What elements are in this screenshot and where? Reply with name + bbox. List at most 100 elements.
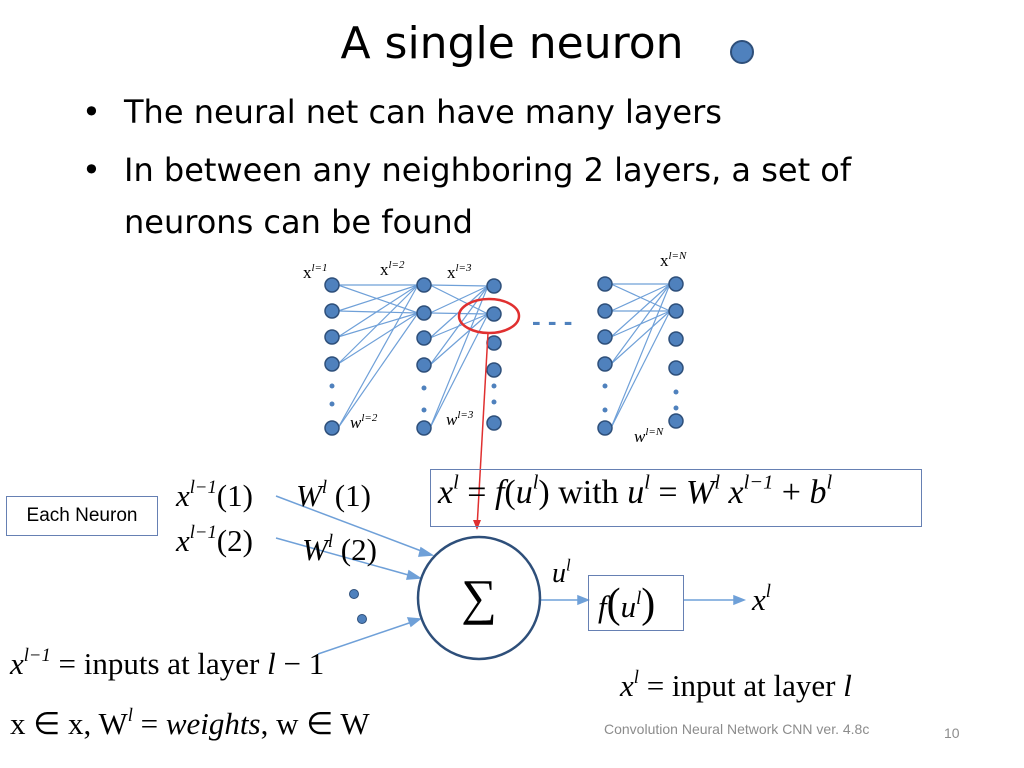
lN-edge-4-0 (610, 283, 671, 429)
node-layer1-2 (324, 303, 340, 319)
definition-input: xl = input at layer l (620, 666, 852, 703)
output-label: xl (752, 580, 771, 617)
input-arrow-2-head (406, 569, 423, 580)
node-layer5-2 (668, 303, 684, 319)
node-layer3-3 (486, 335, 502, 351)
node-layer3-1 (486, 278, 502, 294)
equation-box (430, 469, 922, 527)
l2-l3-edge-0-0 (429, 284, 489, 287)
highlighted-neuron-ring (457, 297, 521, 335)
bullet-item-1: The neural net can have many layers (82, 88, 982, 136)
weight-2-label: Wl (2) (302, 530, 377, 567)
u-label: ul (552, 555, 571, 589)
layer3-ellipsis-dot-1 (491, 383, 497, 389)
input-arrow-2 (275, 537, 413, 577)
l1-l2-edge-1-0 (337, 284, 419, 312)
layer1-ellipsis-dot-2 (329, 401, 335, 407)
l1-l2-edge-2-1 (337, 312, 419, 338)
node-layer5-4 (668, 360, 684, 376)
f-to-output-arrow-head (733, 594, 747, 606)
layer1-ellipsis-dot-1 (329, 383, 335, 389)
node-layer4-5 (597, 420, 613, 436)
l1-l2-edge-4-1 (337, 312, 419, 429)
l1-l2-edge-0-1 (337, 284, 419, 314)
summation-node (416, 535, 542, 661)
node-layer1-1 (324, 277, 340, 293)
layer-label-N: xl=N (660, 250, 687, 270)
l1-l2-edge-3-1 (337, 312, 419, 365)
each-neuron-text: Each Neuron (26, 505, 138, 526)
neuron-dot-1 (349, 589, 359, 599)
slide-title-text: A single neuron (340, 18, 684, 69)
highlight-arrow (476, 332, 489, 529)
input-arrow-1 (275, 495, 425, 553)
network-nodes (324, 276, 684, 436)
node-layer2-5 (416, 420, 432, 436)
l2-l3-edge-0-1 (429, 284, 489, 315)
node-layer3-2 (486, 306, 502, 322)
layer4-ellipsis-dot-1 (602, 383, 608, 389)
title-dot-icon (730, 40, 754, 64)
layer2-ellipsis-dot-2 (421, 407, 427, 413)
definition-weights: x ∈ x, Wl = weights, w ∈ W (10, 704, 370, 741)
layer-label-2: xl=2 (380, 259, 405, 279)
node-layer4-2 (597, 303, 613, 319)
node-layer1-3 (324, 329, 340, 345)
layer3-ellipsis-dot-2 (491, 399, 497, 405)
neuron-equation: xl = f(ul) with ul = Wl xl−1 + bl (438, 471, 833, 511)
activation-box (588, 575, 684, 631)
node-layer5-1 (668, 276, 684, 292)
footer-text: Convolution Neural Network CNN ver. 4.8c (604, 721, 870, 737)
node-layer2-1 (416, 277, 432, 293)
lN-edge-2-1 (610, 310, 671, 338)
node-layer3-5 (486, 415, 502, 431)
layer5-ellipsis-dot-1 (673, 389, 679, 395)
layer-label-1: xl=1 (303, 262, 327, 282)
node-layer3-4 (486, 362, 502, 378)
input-2-label: xl−1(2) (176, 521, 253, 558)
l2-l3-edge-3-1 (429, 313, 489, 366)
node-layer5-3 (668, 331, 684, 347)
weight-label-3: wl=3 (446, 409, 474, 429)
highlight-arrow-head (473, 520, 481, 530)
layer5-ellipsis-dot-2 (673, 405, 679, 411)
each-neuron-label: Each Neuron (6, 496, 158, 536)
ellipsis-dots (329, 383, 679, 413)
input-arrow-3-head (406, 617, 422, 628)
l1-l2-edge-2-0 (337, 284, 419, 338)
l2-l3-edge-2-1 (429, 313, 489, 339)
weight-label-2: wl=2 (350, 412, 378, 432)
input-arrow-1-head (418, 546, 435, 557)
node-layer1-4 (324, 356, 340, 372)
neuron-dot-2 (357, 614, 367, 624)
node-layer2-4 (416, 357, 432, 373)
weight-1-label: Wl (1) (296, 476, 371, 513)
input-1-label: xl−1(1) (176, 476, 253, 513)
input-arrow-3 (317, 621, 413, 655)
node-layer2-3 (416, 330, 432, 346)
layer4-ellipsis-dot-2 (602, 407, 608, 413)
node-layer4-4 (597, 356, 613, 372)
activation-function: f(ul) (598, 581, 656, 627)
node-layer5-5 (668, 413, 684, 429)
definition-inputs: xl−1 = inputs at layer l − 1 (10, 644, 325, 681)
lN-edge-4-1 (610, 310, 671, 429)
l1-l2-edge-1-1 (337, 310, 419, 314)
sum-to-f-arrow-head (577, 594, 591, 606)
layer-label-3: xl=3 (447, 262, 472, 282)
page-number: 10 (944, 725, 960, 741)
node-layer4-1 (597, 276, 613, 292)
node-layer2-2 (416, 305, 432, 321)
bullet-list: The neural net can have many layers In b… (82, 88, 982, 256)
lN-edge-3-1 (610, 310, 671, 365)
sum-symbol: ∑ (461, 569, 497, 625)
network-edges (337, 283, 671, 429)
layer2-ellipsis-dot-1 (421, 385, 427, 391)
node-layer1-5 (324, 420, 340, 436)
node-layer4-3 (597, 329, 613, 345)
weight-label-N: wl=N (634, 426, 664, 446)
lN-edge-0-1 (610, 283, 671, 312)
slide-title: A single neuron (0, 18, 1024, 69)
layers-ellipsis: - - - (532, 306, 572, 336)
